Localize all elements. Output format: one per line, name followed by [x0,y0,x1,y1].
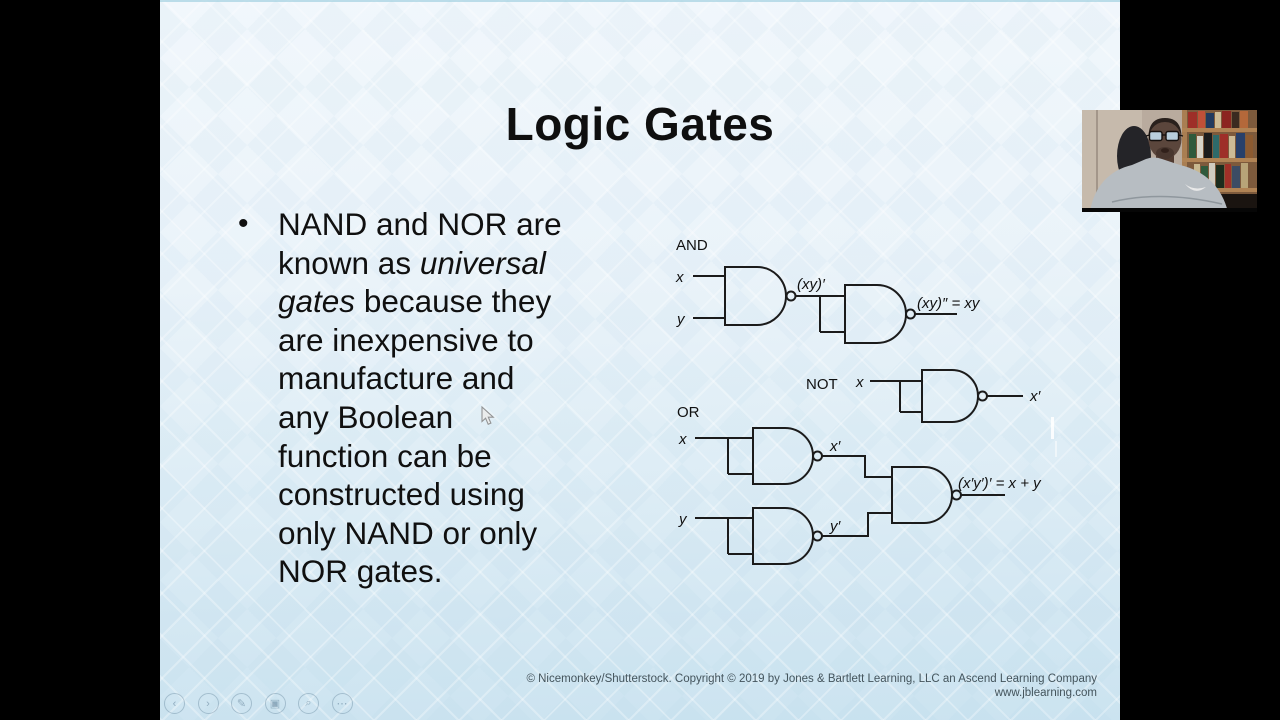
or-output-label: (x′y′)′ = x + y [958,475,1042,492]
and-input-y-label: y [676,311,686,328]
or-input-x-label: x [678,431,687,448]
nand-gate-3 [921,369,988,423]
wall-edge [1096,110,1098,212]
slides-icon: ▣ [269,698,281,710]
video-artifact-line [1051,417,1054,439]
chevron-left-icon: ‹ [172,697,177,710]
webcam-video[interactable] [1082,110,1257,212]
next-slide-button[interactable]: › [197,693,219,714]
or-mid-x-label: x′ [829,438,842,455]
presenter [1090,118,1228,212]
mouse-cursor [481,406,495,426]
slideshow-toolbar: ‹ › ✎ ▣ ⌕ ⋯ [164,693,353,714]
more-options-button[interactable]: ⋯ [331,693,353,714]
or-input-y-label: y [678,511,688,528]
bullet-marker: • [238,207,249,240]
or-section-label: OR [677,404,700,421]
and-section-label: AND [676,237,708,254]
or-mid-y-label: y′ [829,518,842,535]
previous-slide-button[interactable]: ‹ [164,693,185,714]
pen-icon: ✎ [236,698,247,710]
not-input-x-label: x [855,374,864,391]
not-output-label: x′ [1029,388,1042,405]
and-input-x-label: x [675,269,684,286]
nand-gate-5 [752,507,823,565]
website-link: www.jblearning.com [994,687,1097,699]
see-all-slides-button[interactable]: ▣ [264,693,286,714]
sweatshirt-logo [1185,184,1206,191]
webcam-bottom-bar [1082,208,1257,212]
nand-gate-4 [752,427,823,485]
nand-gate-1 [724,266,797,326]
nand-gate-2 [844,284,916,344]
magnifier-icon: ⌕ [305,697,312,709]
ellipsis-icon: ⋯ [336,698,348,710]
and-wires [693,275,957,333]
video-artifact-line [1055,441,1057,457]
logic-gates-diagram: AND x y (xy)′ (xy)″ = xy NOT [675,237,1042,565]
glasses [1145,130,1184,142]
copyright-line: © Nicemonkey/Shutterstock. Copyright © 2… [526,673,1097,685]
and-output-label: (xy)″ = xy [917,295,981,312]
page-title: Logic Gates [505,97,775,150]
copyright-footer: © Nicemonkey/Shutterstock. Copyright © 2… [526,672,1097,700]
chevron-right-icon: › [206,697,210,710]
or-wires [695,437,1005,555]
nand-gate-6 [891,466,962,524]
presenter-scene [1082,110,1257,212]
not-section-label: NOT [806,376,838,393]
and-mid-label: (xy)′ [797,276,826,293]
pen-tools-button[interactable]: ✎ [231,693,252,714]
not-wires [870,380,1023,413]
zoom-slide-button[interactable]: ⌕ [298,693,319,714]
